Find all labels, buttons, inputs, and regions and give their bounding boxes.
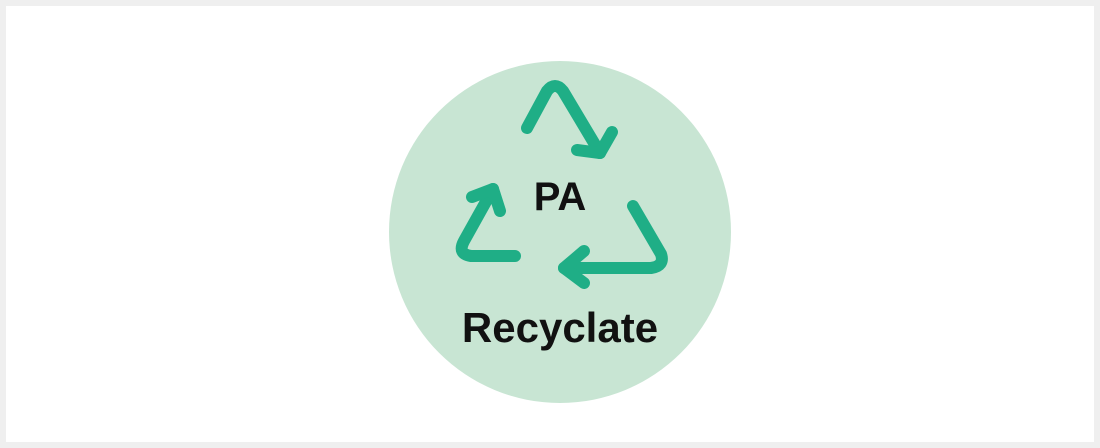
recyclate-label: Recyclate <box>461 304 659 351</box>
recycle-arrow-left <box>455 183 521 262</box>
recycle-arrowhead-top <box>571 126 618 159</box>
recyclate-badge: PA Recyclate <box>389 61 731 403</box>
recycle-arrow-right <box>558 200 668 274</box>
recycle-arrow-top <box>521 80 606 159</box>
plastic-code: PA <box>533 175 587 219</box>
recycle-triangle-icon <box>455 80 668 289</box>
recycle-arrowhead-left <box>466 183 506 217</box>
image-frame: PA Recyclate <box>6 6 1094 442</box>
recycle-arrowhead-right <box>558 245 590 289</box>
